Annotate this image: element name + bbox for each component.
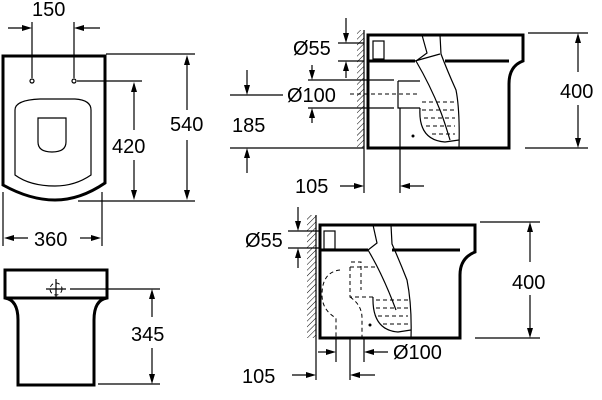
outlet-diameter-label: Ø100 (287, 85, 336, 107)
side-view-floor-outlet: Ø55 Ø100 105 400 (242, 207, 545, 388)
top-view: 150 540 420 360 (1, 0, 203, 251)
pan-spacing-label: 150 (32, 0, 65, 21)
wall-to-outlet-label: 105 (295, 176, 328, 198)
front-view: 345 (3, 268, 164, 387)
height-label: 400 (512, 272, 545, 294)
height-label: 400 (560, 81, 593, 103)
waste-height-label: 345 (131, 324, 164, 346)
waste-centre-icon (46, 279, 66, 299)
width-label: 360 (34, 229, 67, 251)
fixing-length-label: 420 (112, 136, 145, 158)
outlet-height-label: 185 (232, 115, 265, 137)
inlet-diameter-label: Ø55 (245, 230, 283, 252)
wall-to-outlet-label: 105 (242, 366, 275, 388)
outlet-diameter-label: Ø100 (393, 342, 442, 364)
overall-length-label: 540 (170, 114, 203, 136)
inlet-diameter-label: Ø55 (293, 38, 331, 60)
side-view-rear-outlet: Ø55 Ø100 185 105 400 (230, 18, 593, 198)
